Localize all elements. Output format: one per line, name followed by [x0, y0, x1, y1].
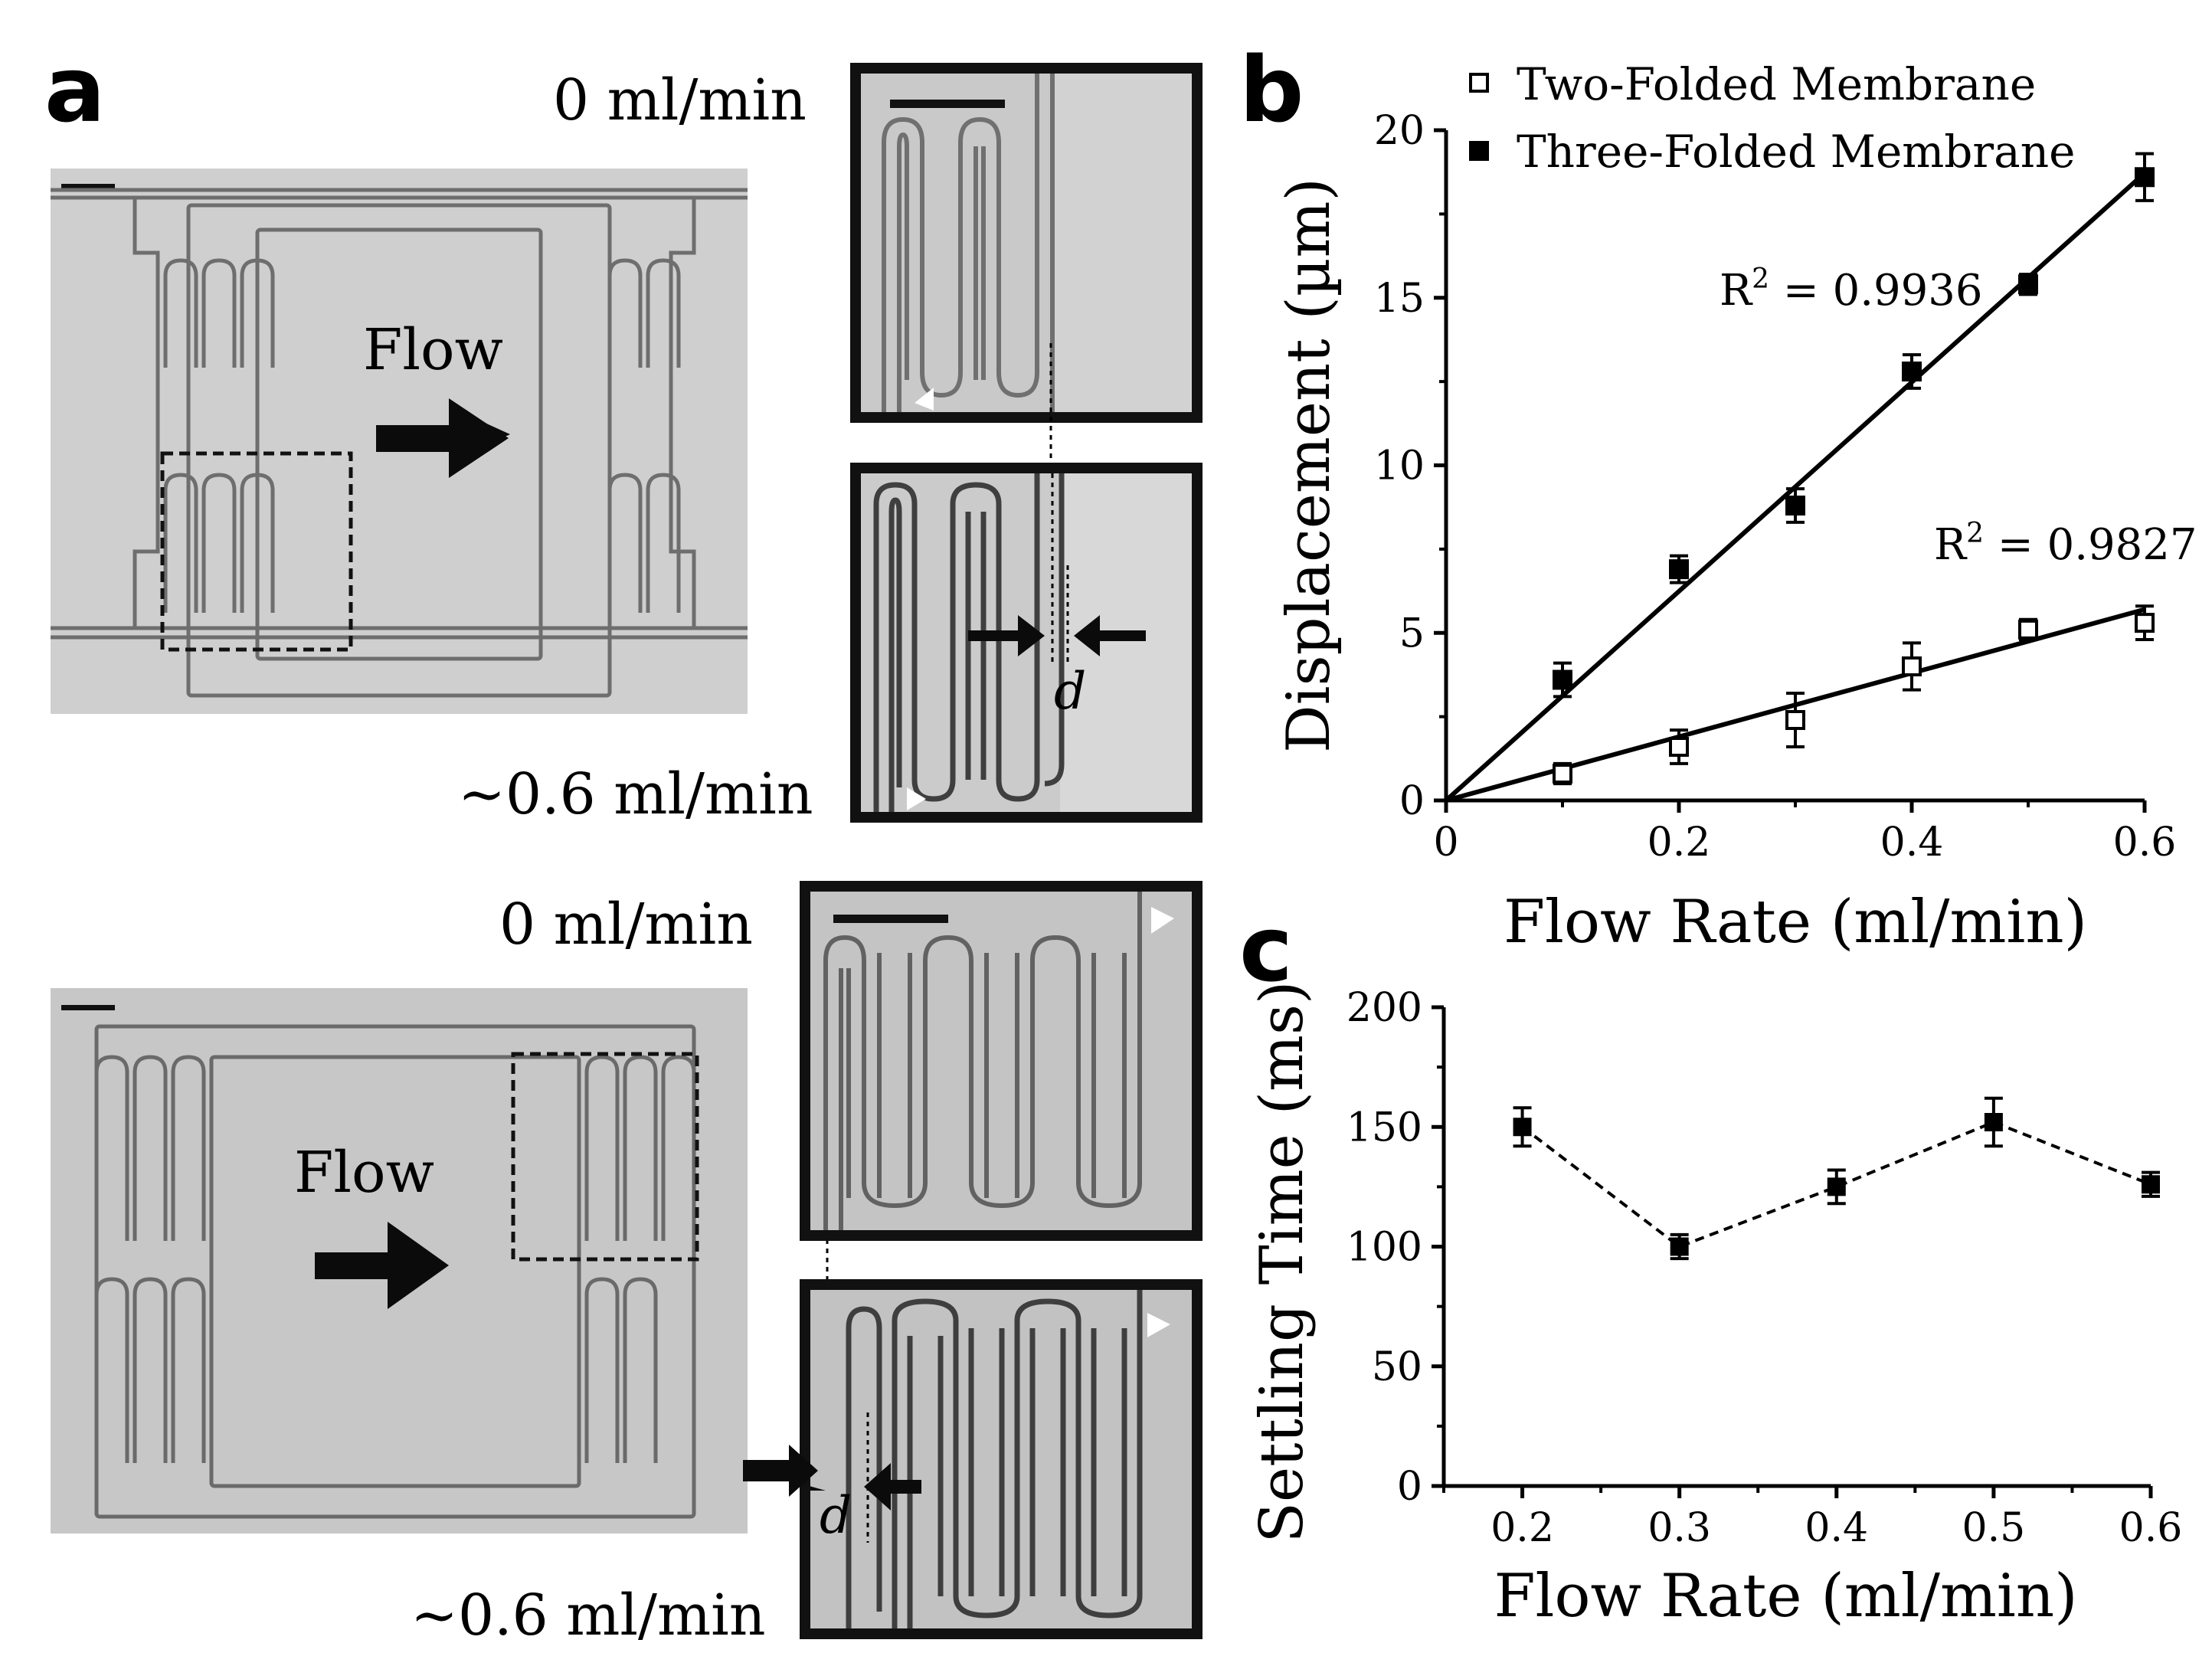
zoom-three-folded-rest [800, 881, 1203, 1241]
x-tick-label: 0.2 [1490, 1505, 1554, 1551]
zoom-two-folded-flow [850, 463, 1203, 823]
panel-letter-c: c [1239, 896, 1293, 1002]
x-tick-label: 0.5 [1962, 1505, 2026, 1551]
displacement-label-top: d [1054, 662, 1087, 721]
x-tick-label: 0.6 [2113, 820, 2177, 866]
r2-label-three-folded: R2 = 0.9936 [1720, 263, 1983, 316]
x-tick-label: 0.3 [1648, 1505, 1711, 1551]
y-tick-label: 150 [1347, 1105, 1422, 1150]
legend-marker-filled-square [1469, 141, 1489, 161]
x-axis-label: Flow Rate (ml/min) [1504, 888, 2087, 957]
y-tick-label: 50 [1372, 1344, 1422, 1390]
legend-marker-open-square [1469, 73, 1489, 93]
y-tick-label: 0 [1399, 778, 1425, 824]
data-point-filled-square [1902, 362, 1922, 381]
r2-value: = 0.9827 [1984, 520, 2197, 570]
y-tick-label: 200 [1347, 985, 1422, 1031]
series-line-dashed [1521, 1120, 2151, 1249]
top-zero-rate-label: 0 ml/min [553, 67, 807, 133]
bottom-zero-rate-label: 0 ml/min [499, 892, 753, 957]
data-point-open-square [1669, 737, 1689, 757]
legend-label-three-folded: Three-Folded Membrane [1517, 126, 2075, 178]
r2-superscript: 2 [1752, 263, 1769, 295]
data-point-open-square [1902, 656, 1922, 676]
flow-label-bottom: Flow [294, 1140, 434, 1206]
x-axis-label: Flow Rate (ml/min) [1494, 1562, 2077, 1631]
data-point-filled-square [1669, 559, 1689, 580]
r2-prefix: R [1934, 520, 1968, 570]
x-tick-label: 0.6 [2119, 1505, 2183, 1551]
r2-label-two-folded: R2 = 0.9827 [1934, 518, 2197, 570]
data-point-filled-square [1827, 1177, 1846, 1196]
data-point-filled-square [1553, 669, 1572, 690]
data-point-filled-square [2135, 167, 2155, 188]
displacement-label-bottom: d [820, 1486, 852, 1545]
x-tick-label: 0 [1433, 820, 1458, 866]
micrograph-two-folded [51, 169, 748, 714]
zoom-two-folded-rest [850, 63, 1203, 423]
data-point-filled-square [1785, 496, 1805, 516]
y-tick-label: 20 [1374, 108, 1425, 154]
top-high-rate-label: ~0.6 ml/min [458, 761, 813, 827]
data-point-filled-square [1670, 1237, 1689, 1256]
data-point-filled-square [2142, 1175, 2160, 1194]
data-point-open-square [1553, 764, 1572, 784]
data-point-open-square [1785, 710, 1805, 730]
y-axis-label: Displacement (µm) [1275, 178, 1343, 753]
bottom-high-rate-label: ~0.6 ml/min [411, 1583, 766, 1648]
r2-superscript: 2 [1966, 518, 1984, 549]
y-tick-label: 15 [1374, 276, 1425, 322]
y-tick-label: 100 [1347, 1225, 1422, 1271]
y-axis-label: Settling Time (ms) [1248, 981, 1317, 1543]
x-tick-label: 0.2 [1648, 820, 1711, 866]
y-tick-label: 10 [1374, 444, 1425, 489]
x-tick-label: 0.4 [1880, 820, 1944, 866]
panel-letter-a: a [44, 37, 106, 142]
left-arrow-bottom [743, 1445, 818, 1497]
y-tick-label: 0 [1397, 1464, 1422, 1510]
flow-label-top: Flow [363, 317, 503, 383]
panel-letter-b: b [1239, 37, 1304, 142]
data-point-open-square [2018, 619, 2038, 640]
data-point-filled-square [2018, 274, 2038, 295]
zoom-three-folded-flow [800, 1279, 1203, 1639]
r2-value: = 0.9936 [1769, 266, 1982, 316]
data-point-filled-square [1513, 1118, 1532, 1137]
y-tick-label: 5 [1399, 610, 1425, 656]
data-point-filled-square [1984, 1113, 2003, 1131]
x-tick-label: 0.4 [1805, 1505, 1868, 1551]
data-point-open-square [2135, 613, 2155, 633]
r2-prefix: R [1720, 266, 1753, 316]
micrograph-three-folded [51, 988, 748, 1533]
legend-label-two-folded: Two-Folded Membrane [1517, 58, 2036, 110]
